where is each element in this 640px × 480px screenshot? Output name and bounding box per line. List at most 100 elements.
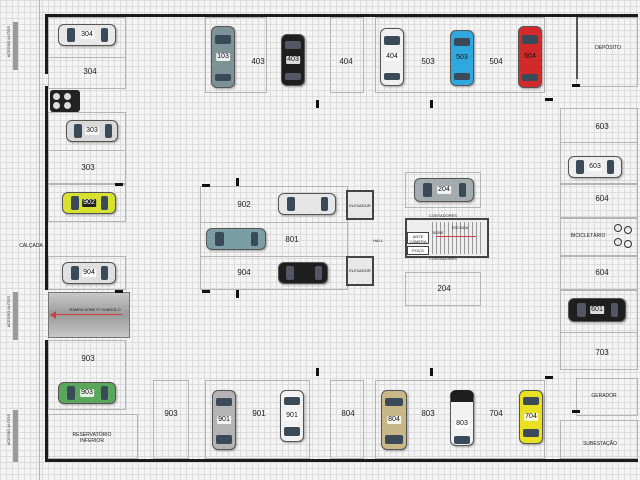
pit (407, 246, 429, 255)
spot-604-bottom-area (560, 256, 638, 290)
pump-equipment-icon (50, 90, 80, 112)
counters-bottom-label: CONTADORES (429, 256, 457, 261)
spot-603-label: 603 (595, 122, 609, 131)
access-label-top: ACESSO AUTOS (6, 26, 11, 58)
spot-803-label: 803 (421, 409, 435, 418)
bicycle-icon (612, 222, 634, 250)
spot-902-center-label: 902 (237, 200, 251, 209)
island-divider-1 (200, 222, 348, 223)
outer-wall-left-bottom (45, 340, 48, 462)
substation-label: SUBESTAÇÃO (583, 441, 617, 447)
spot-703-divider (560, 332, 638, 333)
ramp-label: RAMPA SOBE P/ SUBSOLO (69, 307, 121, 312)
pillar (572, 84, 580, 87)
spot-704-label: 704 (489, 409, 503, 418)
hall-label: HALL (372, 238, 383, 243)
spot-904-center-label: 904 (237, 268, 251, 277)
spot-901-area (205, 380, 310, 459)
ramp-arrowhead-icon (50, 311, 56, 319)
pillar (202, 184, 210, 187)
car-503[interactable]: 503 (450, 30, 474, 86)
sidewalk (0, 0, 40, 480)
car-island-teal[interactable] (206, 228, 266, 250)
spot-304-divider (48, 57, 126, 58)
spot-903-bottom-area (153, 380, 189, 459)
car-902[interactable]: 902 (62, 192, 116, 214)
deposit-room (576, 17, 638, 87)
stair-steps (432, 222, 484, 254)
outer-wall-left-mid (45, 86, 48, 290)
spot-503-504 (375, 17, 545, 93)
pillar (316, 100, 319, 108)
reservoir-label: RESERVATÓRIO INFERIOR (72, 432, 112, 444)
spot-801-label: 801 (285, 235, 299, 244)
elevator-bottom-label: ELEVADOR (349, 268, 371, 273)
car-901-white[interactable]: 901 (280, 390, 304, 442)
access-marker-bot (13, 410, 18, 462)
pit-label: POÇO (412, 248, 424, 253)
bike-rack-label: BICICLETÁRIO (570, 233, 606, 239)
spot-604-top-area (560, 184, 638, 218)
spot-904-area (48, 256, 126, 290)
car-904-left[interactable]: 904 (62, 262, 116, 284)
car-403[interactable]: 403 (281, 34, 305, 86)
spot-903-left-label: 903 (81, 354, 95, 363)
elevator-bottom (346, 256, 374, 286)
car-504[interactable]: 504 (518, 26, 542, 88)
car-304[interactable]: 304 (58, 24, 116, 46)
pillar (236, 178, 239, 186)
generator-label: GERADOR (591, 393, 617, 399)
spot-604-bottom-label: 604 (595, 268, 609, 277)
spot-703-label: 703 (595, 348, 609, 357)
spot-903-area (48, 340, 126, 410)
substation-room (560, 420, 638, 459)
spot-703-area (560, 290, 638, 370)
car-601[interactable]: 601 (568, 298, 626, 322)
spot-803-704-area (375, 380, 545, 459)
car-island-top[interactable] (278, 193, 336, 215)
car-island-black[interactable] (278, 262, 328, 284)
spot-903-bottom-label: 903 (164, 409, 178, 418)
spot-901-label: 901 (252, 409, 266, 418)
pillar (430, 368, 433, 376)
car-204[interactable]: 204 (414, 178, 474, 202)
reservoir-room (48, 414, 138, 459)
stair-label: ESCADA (451, 225, 469, 230)
pillar (316, 368, 319, 376)
car-704[interactable]: 704 (519, 390, 543, 444)
pillar (545, 376, 553, 379)
spot-604-top-label: 604 (595, 194, 609, 203)
ramp-arrow-icon (52, 314, 122, 315)
ante-chamber (407, 232, 429, 244)
spot-503-label: 503 (421, 57, 435, 66)
ante-chamber-label: ANTE CÂMERA (409, 234, 427, 244)
car-404[interactable]: 404 (380, 28, 404, 86)
car-603[interactable]: 603 (568, 156, 622, 178)
spot-804-label: 804 (341, 409, 355, 418)
spot-603-divider (560, 142, 638, 143)
pillar (236, 290, 239, 298)
car-901-grey[interactable]: 901 (212, 390, 236, 450)
spot-204-bottom (405, 272, 481, 306)
pillar (115, 183, 123, 186)
car-903[interactable]: 903 (58, 382, 116, 404)
spot-303-label: 303 (81, 163, 95, 172)
sidewalk-label: CALÇADA (19, 243, 43, 249)
central-island (200, 186, 348, 290)
access-label-mid: ACESSO AUTOS (6, 296, 11, 328)
stair-arrow-icon (436, 236, 476, 237)
spot-404-label: 404 (339, 57, 353, 66)
spot-804-area (330, 380, 364, 459)
counters-top-label: CONTADORES (429, 213, 457, 218)
spot-403-label: 403 (251, 57, 265, 66)
access-label-bot: ACESSO AUTOS (6, 414, 11, 446)
car-303[interactable]: 303 (66, 120, 118, 142)
access-marker-top (13, 22, 18, 70)
pillar (545, 98, 553, 101)
spot-404 (330, 17, 364, 93)
car-103[interactable]: 103 (211, 26, 235, 88)
pillar (430, 100, 433, 108)
car-803[interactable]: 803 (450, 390, 474, 446)
spot-204-label: 204 (437, 284, 451, 293)
car-804[interactable]: 804 (381, 390, 407, 450)
